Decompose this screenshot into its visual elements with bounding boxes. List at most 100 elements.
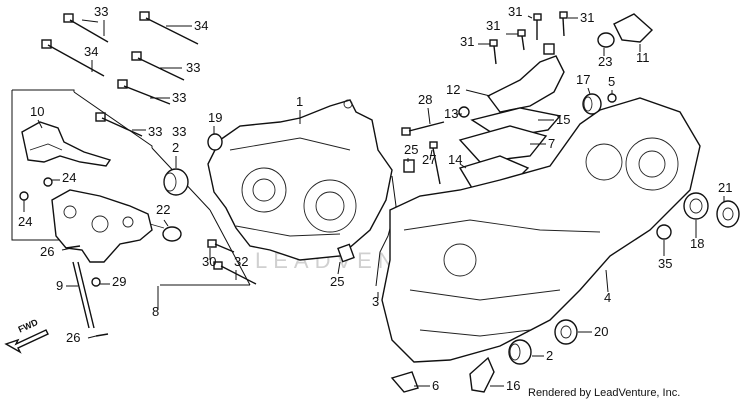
callout-label-33c: 33 bbox=[172, 90, 186, 105]
leader-line-25a bbox=[337, 261, 341, 275]
fwd-arrow-icon: FWD bbox=[4, 317, 49, 354]
bearing-17 bbox=[582, 93, 602, 115]
pin-26-bottom bbox=[95, 333, 109, 337]
callout-label-25b: 25 bbox=[404, 142, 418, 157]
callout-label-5: 5 bbox=[608, 74, 615, 89]
leader-line-22 bbox=[163, 219, 169, 227]
callout-label-31c: 31 bbox=[486, 18, 500, 33]
right-crankcase bbox=[381, 97, 701, 363]
callout-label-19: 19 bbox=[208, 110, 222, 125]
bolt-34-left bbox=[41, 39, 105, 77]
leader-line-14 bbox=[459, 163, 467, 169]
bolt-33-middle bbox=[131, 51, 185, 81]
callout-label-33e: 33 bbox=[172, 124, 186, 139]
callout-label-12: 12 bbox=[446, 82, 460, 97]
callout-label-4: 4 bbox=[604, 290, 611, 305]
bolt-27 bbox=[429, 141, 441, 185]
bolt-33-top bbox=[63, 13, 109, 43]
dowel-25-right bbox=[403, 159, 415, 173]
callout-label-18: 18 bbox=[690, 236, 704, 251]
dowel-25-left bbox=[337, 243, 355, 263]
callout-label-33a: 33 bbox=[94, 4, 108, 19]
leader-line-12 bbox=[465, 89, 491, 97]
callout-label-3: 3 bbox=[372, 294, 379, 309]
callout-label-6: 6 bbox=[432, 378, 439, 393]
callout-label-2a: 2 bbox=[172, 140, 179, 155]
callout-label-32: 32 bbox=[234, 254, 248, 269]
washer-24-upper bbox=[43, 177, 53, 187]
pump-shaft bbox=[77, 261, 95, 329]
callout-label-15: 15 bbox=[556, 112, 570, 127]
bolt-31-d bbox=[489, 39, 498, 65]
callout-label-30: 30 bbox=[202, 254, 216, 269]
callout-label-22: 22 bbox=[156, 202, 170, 217]
gasket-23 bbox=[597, 32, 615, 48]
callout-label-20: 20 bbox=[594, 324, 608, 339]
intake-12 bbox=[486, 55, 565, 113]
bolt-29 bbox=[91, 277, 101, 287]
callout-label-31b: 31 bbox=[580, 10, 594, 25]
pin-26-top bbox=[65, 245, 81, 249]
washer-24-lower bbox=[19, 191, 29, 201]
callout-label-17: 17 bbox=[576, 72, 590, 87]
callout-label-8: 8 bbox=[152, 304, 159, 319]
credit-text: Rendered by LeadVenture, Inc. bbox=[528, 387, 680, 399]
callout-label-35: 35 bbox=[658, 256, 672, 271]
bolt-31-b bbox=[559, 11, 568, 37]
callout-label-21: 21 bbox=[718, 180, 732, 195]
callout-label-31d: 31 bbox=[460, 34, 474, 49]
leader-line-28 bbox=[427, 107, 431, 125]
reed-plate-7 bbox=[458, 125, 548, 163]
callout-label-25a: 25 bbox=[330, 274, 344, 289]
callout-label-23: 23 bbox=[598, 54, 612, 69]
bolt-32 bbox=[213, 261, 257, 285]
callout-label-33d: 33 bbox=[148, 124, 162, 139]
callout-label-33b: 33 bbox=[186, 60, 200, 75]
bolt-33-lower-b bbox=[95, 112, 144, 137]
leader-line-31a bbox=[527, 15, 533, 19]
callout-label-16: 16 bbox=[506, 378, 520, 393]
seal-21 bbox=[716, 200, 740, 228]
callout-label-28: 28 bbox=[418, 92, 432, 107]
bearing-2-right bbox=[508, 339, 532, 365]
leader-line-4 bbox=[605, 269, 609, 293]
pin-5 bbox=[607, 93, 617, 103]
oil-pump-body bbox=[51, 189, 165, 263]
oil-pump-cover bbox=[21, 121, 112, 167]
callout-label-26b: 26 bbox=[66, 330, 80, 345]
fitting-12 bbox=[543, 43, 555, 55]
seal-20 bbox=[554, 319, 578, 345]
bolt-28 bbox=[401, 121, 445, 136]
bolt-30 bbox=[207, 239, 235, 253]
callout-label-26a: 26 bbox=[40, 244, 54, 259]
leader-line-10 bbox=[37, 119, 43, 129]
callout-label-34b: 34 bbox=[84, 44, 98, 59]
callout-label-13: 13 bbox=[444, 106, 458, 121]
callout-label-11: 11 bbox=[636, 50, 650, 65]
callout-label-2b: 2 bbox=[546, 348, 553, 363]
callout-label-14: 14 bbox=[448, 152, 462, 167]
bolt-31-c bbox=[517, 29, 526, 51]
callout-label-29: 29 bbox=[112, 274, 126, 289]
leader-line-26a bbox=[61, 247, 73, 251]
clip-16 bbox=[469, 356, 495, 393]
callout-label-27: 27 bbox=[422, 152, 436, 167]
bolt-33-lower-a bbox=[117, 79, 171, 105]
bearing-18 bbox=[683, 192, 709, 220]
callout-label-10: 10 bbox=[30, 104, 44, 119]
seal-19 bbox=[207, 133, 223, 151]
callout-label-7: 7 bbox=[548, 136, 555, 151]
leader-line-27 bbox=[429, 149, 433, 161]
callout-label-34a: 34 bbox=[194, 18, 208, 33]
leader-line-26b bbox=[87, 335, 97, 339]
callout-label-9: 9 bbox=[56, 278, 63, 293]
fwd-label: FWD bbox=[17, 317, 40, 335]
bracket-6 bbox=[390, 371, 419, 393]
bearing-2-left bbox=[163, 168, 189, 196]
bolt-34-top bbox=[139, 11, 199, 45]
reed-cover-11 bbox=[613, 13, 654, 43]
washer-13 bbox=[458, 106, 470, 118]
bushing-35 bbox=[656, 224, 672, 240]
